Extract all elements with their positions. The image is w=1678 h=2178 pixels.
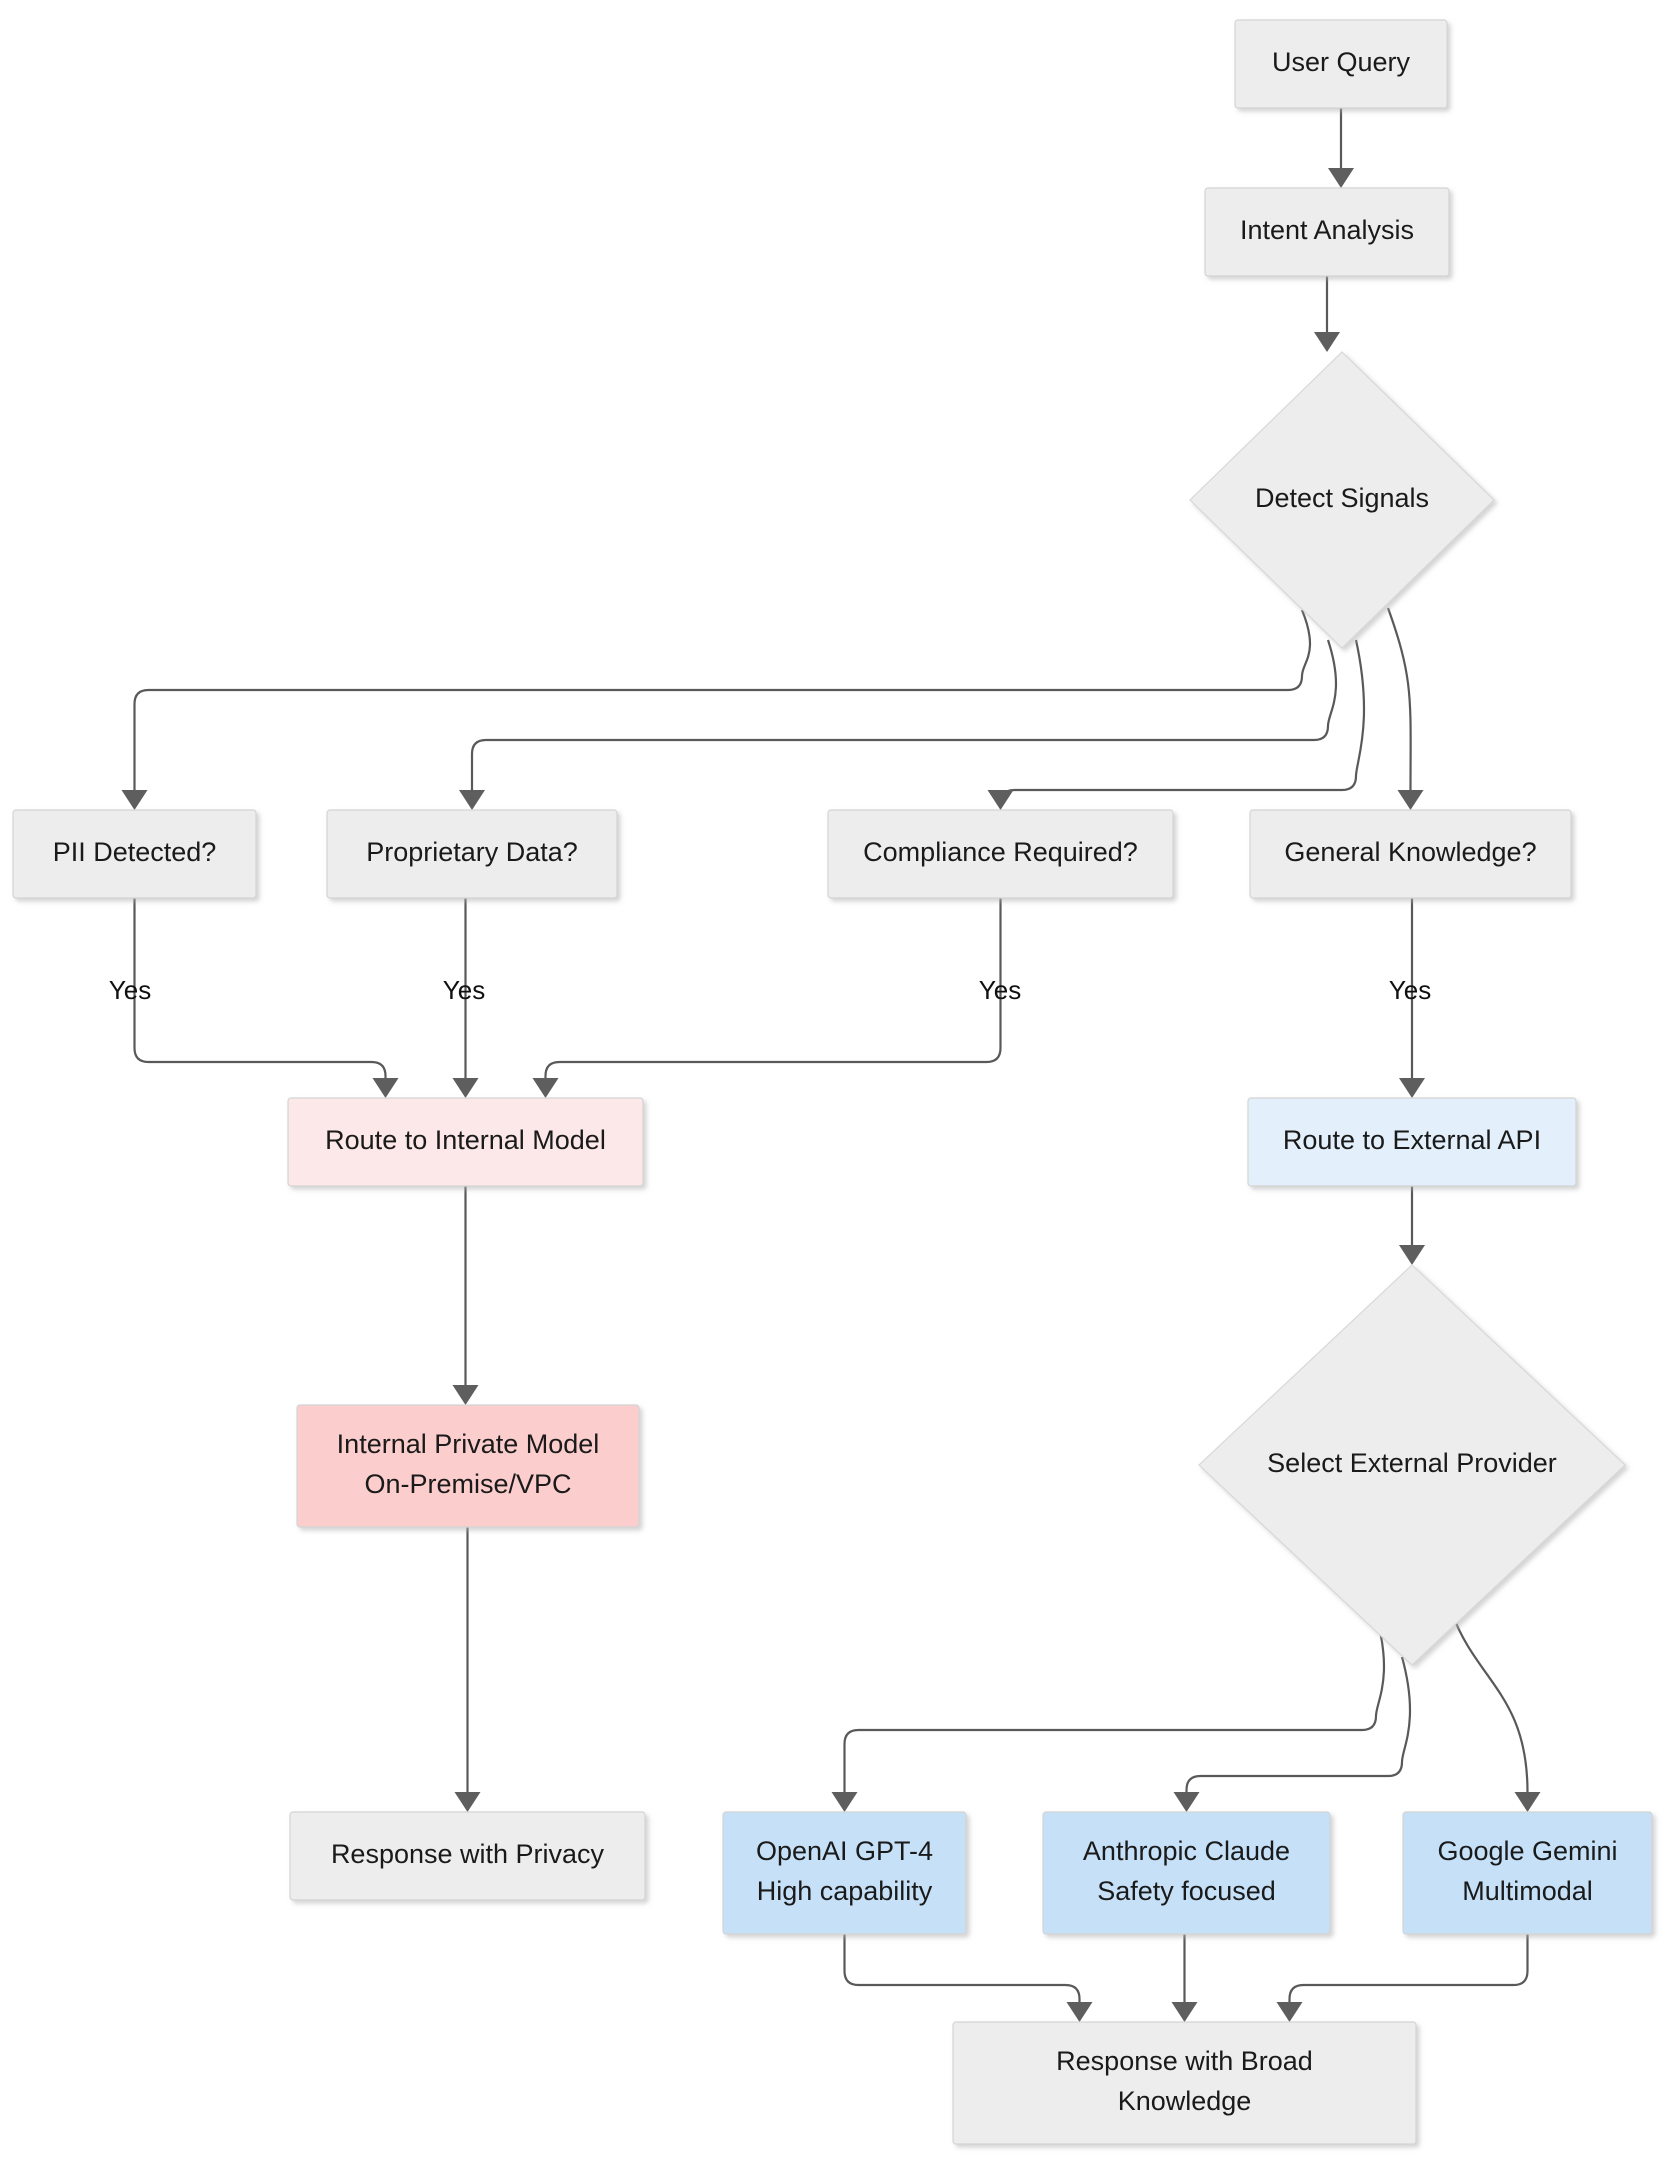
node-shape-diamond xyxy=(1198,1264,1626,1666)
node-shape-rect xyxy=(1247,1097,1577,1187)
node-shape-rect xyxy=(296,1404,640,1528)
edge-detect-proprietary-arrow xyxy=(459,790,485,810)
node-shape-rect xyxy=(722,1811,967,1935)
node-label-response_privacy: Response with Privacy xyxy=(331,1839,605,1869)
node-shape-rect xyxy=(1249,809,1572,899)
edge-general-routeexternal-arrow xyxy=(1399,1078,1425,1098)
node-shape-rect xyxy=(1042,1811,1331,1935)
edge-detect-proprietary-line xyxy=(470,639,1338,790)
node-label-user_query: User Query xyxy=(1272,47,1411,77)
edge-label-yes_compliance: Yes xyxy=(979,975,1021,1005)
edge-pii-routeinternal-arrow xyxy=(372,1078,399,1098)
edge-userquery-intent-arrow xyxy=(1328,168,1354,188)
node-label-google_gemini: Google Gemini xyxy=(1437,1836,1617,1866)
node-label-openai_gpt4: High capability xyxy=(757,1876,933,1906)
edge-routeinternal-internalmodel-arrow xyxy=(452,1385,479,1405)
node-shape-rect xyxy=(12,809,257,899)
edge-pii-routeinternal-line xyxy=(133,898,387,1078)
node-label-intent_analysis: Intent Analysis xyxy=(1240,215,1414,245)
edge-proprietary-routeinternal-arrow xyxy=(452,1078,479,1098)
edge-selectprovider-gemini-line xyxy=(1450,1612,1529,1793)
edge-compliance-routeinternal-arrow xyxy=(532,1078,559,1098)
node-route_external[interactable]: Route to External API xyxy=(1247,1097,1577,1187)
node-shape-rect xyxy=(1402,1811,1653,1935)
edge-label-yes_pii: Yes xyxy=(109,975,151,1005)
node-label-google_gemini: Multimodal xyxy=(1462,1876,1593,1906)
edges-layer xyxy=(121,108,1541,2022)
edge-openai-responsebroad-line xyxy=(843,1934,1081,2002)
edge-detect-pii-arrow xyxy=(121,790,148,810)
node-route_internal[interactable]: Route to Internal Model xyxy=(287,1097,644,1187)
node-label-general_knowledge: General Knowledge? xyxy=(1284,837,1536,867)
node-label-response_broad: Response with Broad xyxy=(1056,2046,1313,2076)
node-label-anthropic_claude: Safety focused xyxy=(1097,1876,1276,1906)
edge-gemini-responsebroad-arrow xyxy=(1276,2002,1303,2022)
node-label-internal_model: Internal Private Model xyxy=(337,1429,600,1459)
node-detect_signals[interactable]: Detect Signals xyxy=(1189,351,1495,649)
edge-anthropic-responsebroad-arrow xyxy=(1171,2002,1198,2022)
node-label-compliance_req: Compliance Required? xyxy=(863,837,1138,867)
node-label-route_external: Route to External API xyxy=(1283,1125,1541,1155)
edge-selectprovider-gemini-arrow xyxy=(1514,1792,1541,1812)
node-label-select_provider: Select External Provider xyxy=(1267,1448,1557,1478)
edge-label-yes_general: Yes xyxy=(1389,975,1431,1005)
node-general_knowledge[interactable]: General Knowledge? xyxy=(1249,809,1572,899)
edge-labels-layer: Yes Yes Yes Yes xyxy=(109,975,1431,1005)
edge-detect-compliance-line xyxy=(999,639,1366,806)
node-shape-rect xyxy=(326,809,618,899)
edge-selectprovider-openai-line xyxy=(843,1614,1386,1792)
node-label-pii_detected: PII Detected? xyxy=(53,837,217,867)
node-label-route_internal: Route to Internal Model xyxy=(325,1125,606,1155)
edge-selectprovider-openai-arrow xyxy=(831,1792,858,1812)
node-shape-diamond xyxy=(1189,351,1495,649)
edge-detect-pii-line xyxy=(133,609,1312,790)
node-label-detect_signals: Detect Signals xyxy=(1255,483,1429,513)
edge-intent-detect-arrow xyxy=(1314,332,1340,352)
edge-internalmodel-responseprivacy-arrow xyxy=(454,1792,481,1812)
edge-detect-general-line xyxy=(1386,607,1412,791)
node-label-proprietary_data: Proprietary Data? xyxy=(366,837,578,867)
node-compliance_req[interactable]: Compliance Required? xyxy=(827,809,1174,899)
node-shape-rect xyxy=(289,1811,646,1901)
edge-detect-compliance-arrow xyxy=(987,790,1014,810)
edge-openai-responsebroad-arrow xyxy=(1066,2002,1093,2022)
node-proprietary_data[interactable]: Proprietary Data? xyxy=(326,809,618,899)
edge-selectprovider-anthropic-arrow xyxy=(1173,1792,1200,1812)
node-select_provider[interactable]: Select External Provider xyxy=(1198,1264,1626,1666)
node-user_query[interactable]: User Query xyxy=(1234,19,1448,109)
edge-routeexternal-selectprovider-arrow xyxy=(1399,1245,1425,1265)
node-label-response_broad: Knowledge xyxy=(1118,2086,1252,2116)
edge-compliance-routeinternal-line xyxy=(544,898,1002,1078)
node-pii_detected[interactable]: PII Detected? xyxy=(12,809,257,899)
node-response_privacy[interactable]: Response with Privacy xyxy=(289,1811,646,1901)
node-label-openai_gpt4: OpenAI GPT-4 xyxy=(756,1836,933,1866)
node-label-internal_model: On-Premise/VPC xyxy=(364,1469,571,1499)
node-shape-rect xyxy=(952,2021,1417,2145)
node-label-anthropic_claude: Anthropic Claude xyxy=(1083,1836,1290,1866)
edge-gemini-responsebroad-line xyxy=(1288,1934,1529,2002)
node-shape-rect xyxy=(1234,19,1448,109)
node-shape-rect xyxy=(287,1097,644,1187)
node-shape-rect xyxy=(827,809,1174,899)
edge-selectprovider-anthropic-line xyxy=(1185,1656,1412,1792)
node-shape-rect xyxy=(1204,187,1450,277)
node-intent_analysis[interactable]: Intent Analysis xyxy=(1204,187,1450,277)
edge-label-yes_proprietary: Yes xyxy=(443,975,485,1005)
edge-detect-general-arrow xyxy=(1397,790,1424,810)
